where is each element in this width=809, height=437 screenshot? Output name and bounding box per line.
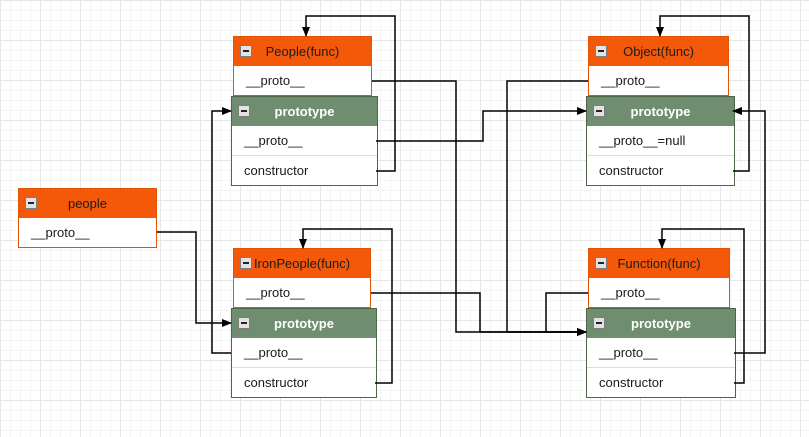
node-ironpeople-func-prototype-field-row[interactable]: __proto__: [232, 338, 376, 367]
node-people-func-header[interactable]: People(func): [234, 37, 371, 66]
collapse-minus-icon[interactable]: [238, 317, 250, 329]
collapse-minus-icon[interactable]: [240, 45, 252, 57]
node-people-field-row[interactable]: __proto__: [19, 218, 156, 247]
node-people-func-prototype-section: prototype __proto__constructor: [231, 96, 378, 186]
node-ironpeople-func-prototype-section: prototype __proto__constructor: [231, 308, 377, 398]
node-function-func[interactable]: Function(func) __proto__ prototype __proto_…: [586, 248, 736, 398]
node-people-main: people __proto__: [18, 188, 157, 248]
edge-people-constructor-loop[interactable]: [302, 15, 396, 172]
node-people-header[interactable]: people: [19, 189, 156, 218]
node-ironpeople-func-prototype-header[interactable]: prototype: [232, 309, 376, 338]
node-object-func-prototype-field-row[interactable]: __proto__=null: [587, 126, 734, 155]
node-function-func-prototype-field-row[interactable]: __proto__: [587, 338, 735, 367]
collapse-minus-icon[interactable]: [595, 257, 607, 269]
node-ironpeople-func[interactable]: IronPeople(func) __proto__ prototype __prot…: [231, 248, 377, 398]
node-object-func-header[interactable]: Object(func): [589, 37, 728, 66]
node-ironpeople-func-field-row[interactable]: __proto__: [234, 278, 370, 307]
edge-ironpeople-prototype-proto-to-people-prototype[interactable]: [211, 107, 232, 354]
edge-ironpeople-proto-to-function-prototype[interactable]: [371, 292, 587, 336]
edge-object-constructor-loop[interactable]: [656, 15, 750, 172]
edge-people-proto-to-function-prototype[interactable]: [372, 80, 587, 336]
edge-ironpeople-constructor-loop[interactable]: [299, 228, 393, 384]
collapse-minus-icon[interactable]: [25, 197, 37, 209]
collapse-minus-icon[interactable]: [238, 105, 250, 117]
prototype-label: prototype: [274, 316, 334, 331]
node-object-func[interactable]: Object(func) __proto__ prototype __proto__=…: [586, 36, 735, 186]
edge-function-prototype-proto-to-object-prototype[interactable]: [732, 107, 766, 354]
collapse-minus-icon[interactable]: [240, 257, 252, 269]
node-function-func-header[interactable]: Function(func): [589, 249, 729, 278]
collapse-minus-icon[interactable]: [593, 105, 605, 117]
node-ironpeople-func-prototype-field-row[interactable]: constructor: [232, 367, 376, 397]
prototype-label: prototype: [274, 104, 335, 119]
node-object-func-prototype-field-row[interactable]: constructor: [587, 155, 734, 185]
edge-people-prototype-proto-to-object-prototype[interactable]: [376, 107, 587, 142]
node-title: people: [67, 196, 108, 211]
node-people-func-prototype-field-row[interactable]: __proto__: [232, 126, 377, 155]
node-function-func-main: Function(func) __proto__: [588, 248, 730, 308]
edge-object-proto-to-function-prototype[interactable]: [506, 80, 588, 336]
node-ironpeople-func-main: IronPeople(func) __proto__: [233, 248, 371, 308]
node-function-func-prototype-section: prototype __proto__constructor: [586, 308, 736, 398]
node-function-func-prototype-field-row[interactable]: constructor: [587, 367, 735, 397]
node-people-func-prototype-field-row[interactable]: constructor: [232, 155, 377, 185]
node-function-func-field-row[interactable]: __proto__: [589, 278, 729, 307]
node-people-func-field-row[interactable]: __proto__: [234, 66, 371, 95]
node-function-func-prototype-header[interactable]: prototype: [587, 309, 735, 338]
collapse-minus-icon[interactable]: [595, 45, 607, 57]
node-people-func[interactable]: People(func)__proto__prototype__proto__c…: [231, 36, 378, 186]
node-people[interactable]: people __proto__: [18, 188, 157, 248]
prototype-label: prototype: [631, 316, 691, 331]
node-people-func-main: People(func) __proto__: [233, 36, 372, 96]
node-object-func-prototype-header[interactable]: prototype: [587, 97, 734, 126]
node-people-func-prototype-header[interactable]: prototype: [232, 97, 377, 126]
edge-people-proto-to-ironpeople-prototype[interactable]: [157, 231, 232, 327]
node-object-func-main: Object(func) __proto__: [588, 36, 729, 96]
edge-function-constructor-loop[interactable]: [658, 228, 745, 384]
prototype-label: prototype: [630, 104, 691, 119]
node-title: IronPeople(func): [253, 256, 351, 271]
node-title: Function(func): [617, 256, 701, 271]
node-title: People(func): [265, 44, 340, 59]
node-title: Object(func): [623, 44, 694, 59]
node-object-func-field-row[interactable]: __proto__: [589, 66, 728, 95]
collapse-minus-icon[interactable]: [593, 317, 605, 329]
edge-function-proto-to-function-prototype[interactable]: [545, 292, 588, 336]
node-ironpeople-func-header[interactable]: IronPeople(func): [234, 249, 370, 278]
